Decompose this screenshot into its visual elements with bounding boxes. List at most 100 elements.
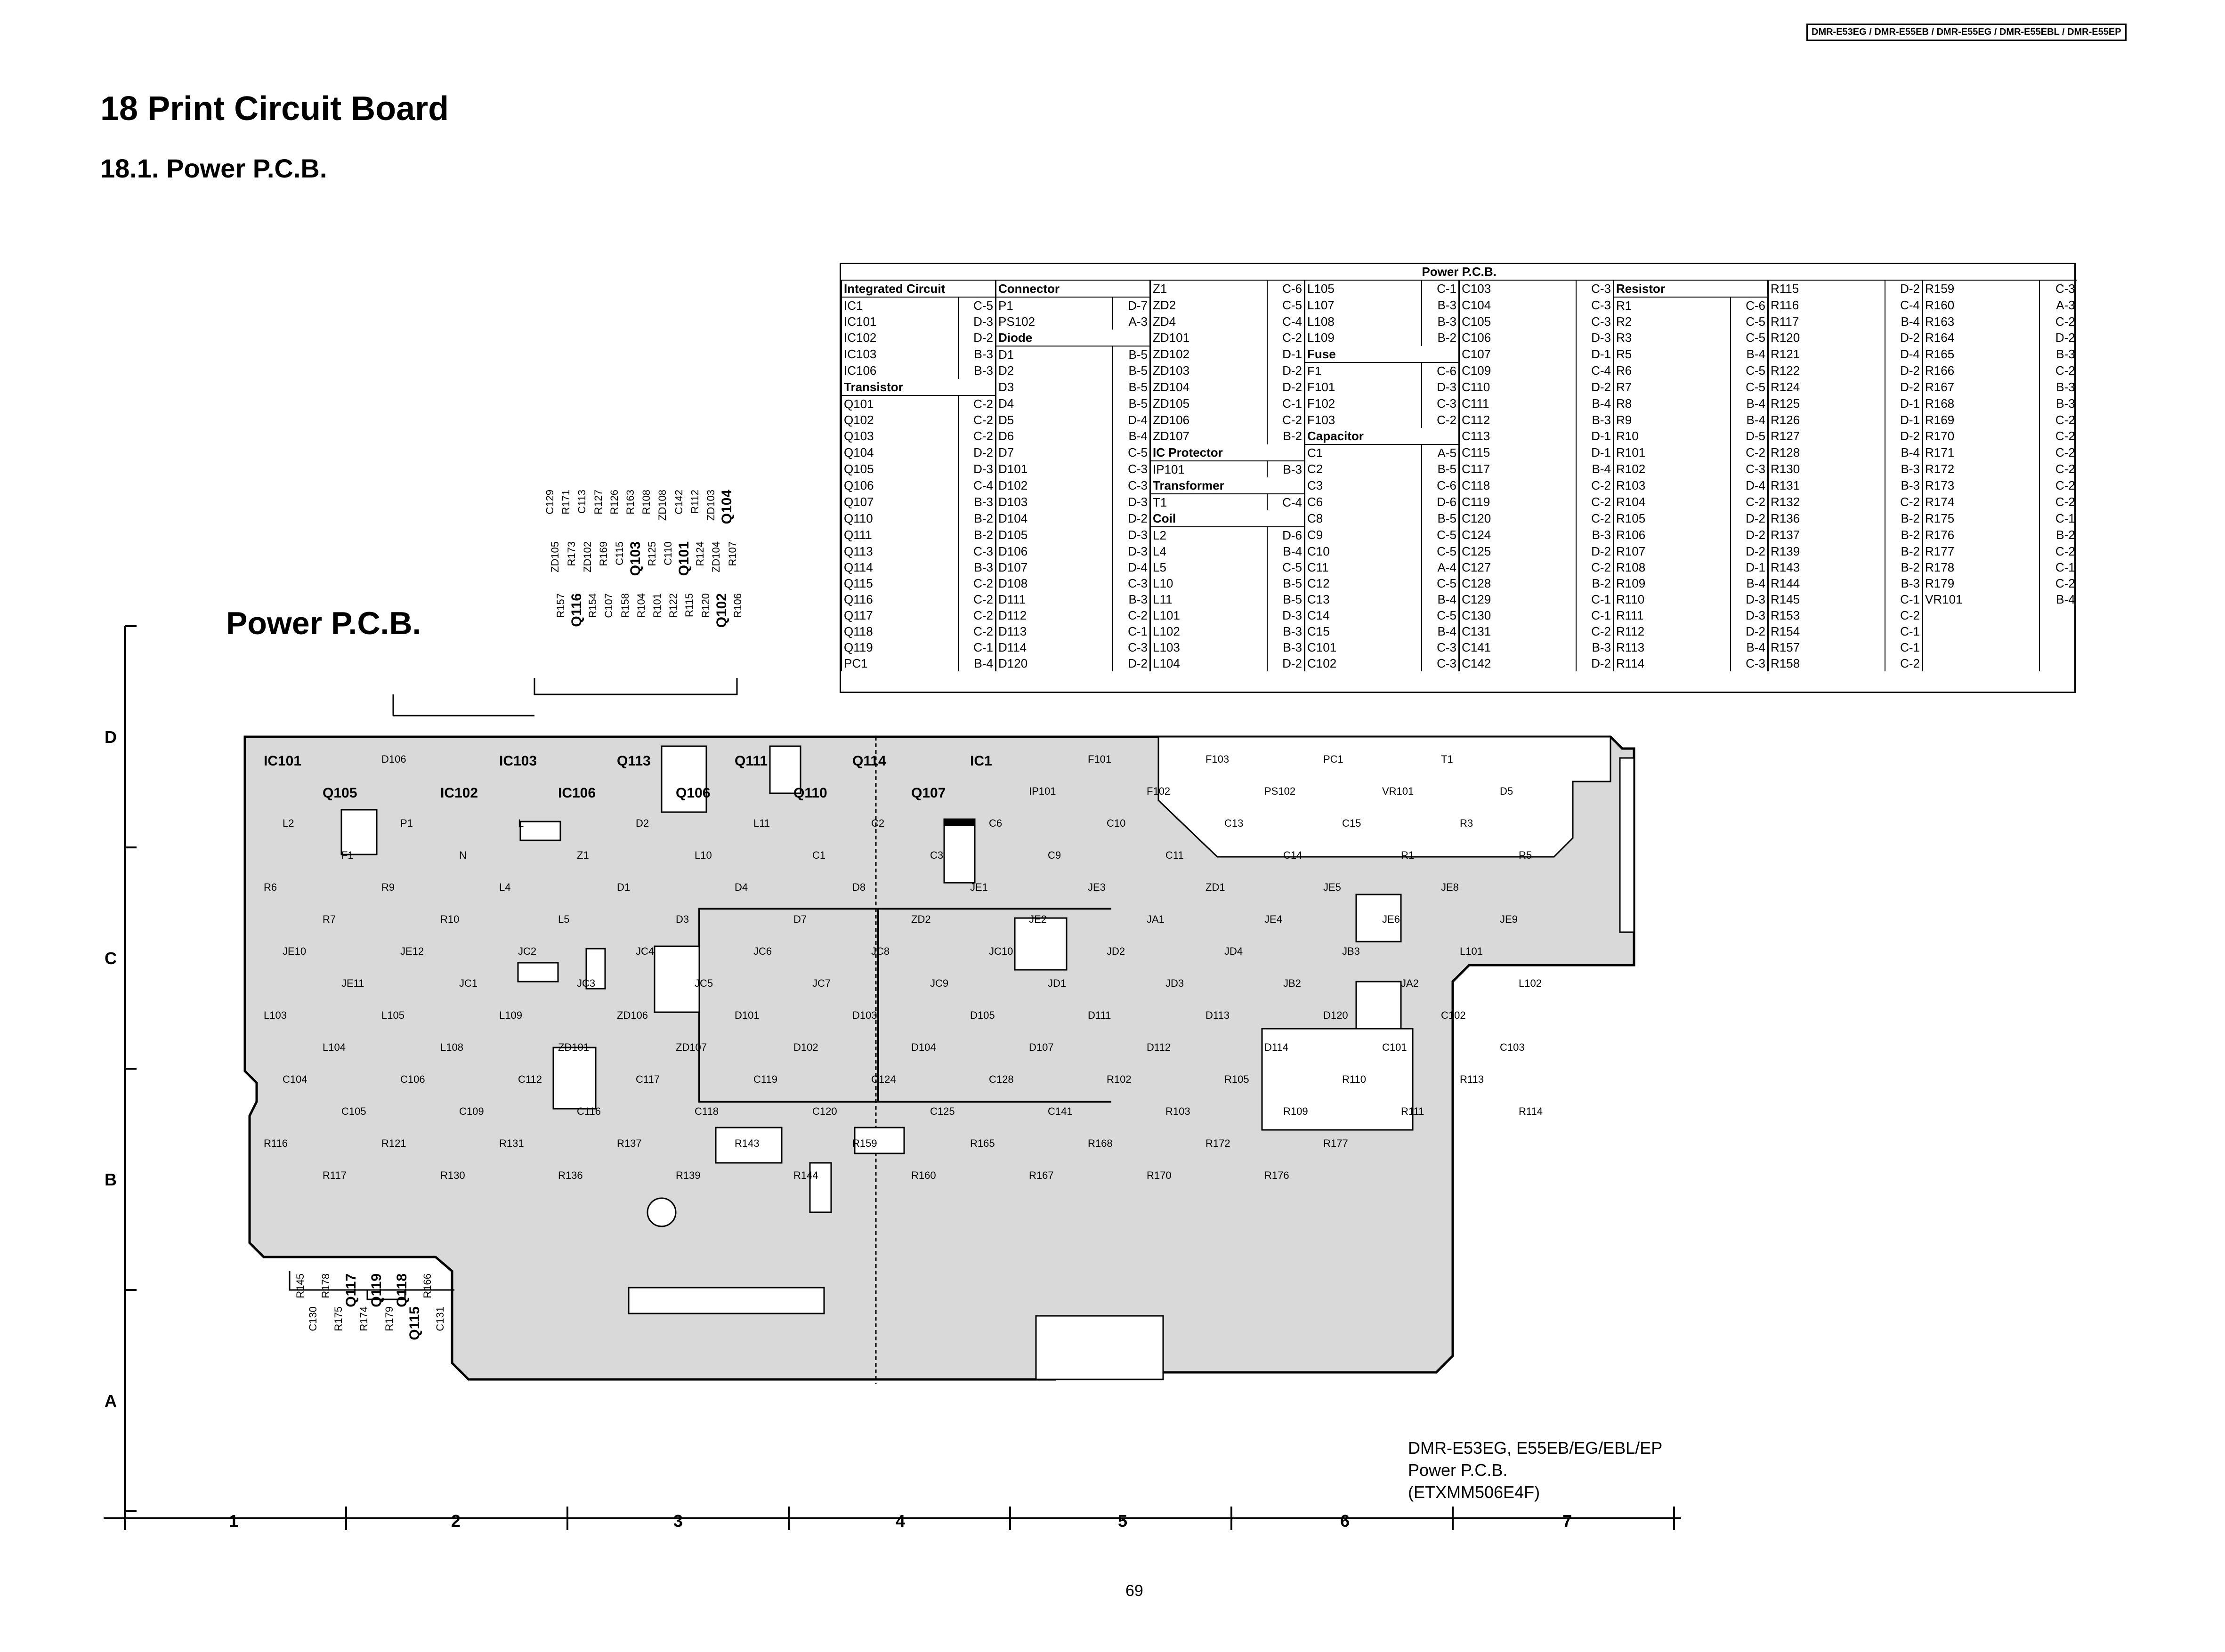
parts-group-heading: Resistor (1613, 280, 1768, 298)
part-location: C-1 (1266, 395, 1305, 412)
part-location: C-2 (2039, 444, 2077, 461)
section-title: 18 Print Circuit Board (100, 90, 449, 128)
component-label: Q105 (323, 785, 357, 801)
part-reference: D114 (995, 639, 1113, 655)
part-location (2039, 639, 2077, 655)
top-ref-label: Q104 (719, 490, 735, 524)
part-location: A-3 (2039, 297, 2077, 314)
component-label: R160 (911, 1169, 936, 1181)
part-location: D-2 (2039, 330, 2077, 346)
component-label: L102 (1519, 977, 1542, 989)
part-location: C-2 (2039, 461, 2077, 477)
part-reference: L103 (1149, 639, 1267, 655)
component-label: D4 (735, 881, 748, 893)
part-location: B-3 (957, 559, 996, 575)
p1-connector-outline (1619, 757, 1635, 933)
part-location: C-5 (1421, 543, 1459, 559)
part-reference: ZD103 (1149, 363, 1267, 379)
component-label: JE11 (341, 977, 364, 989)
component-label: C13 (1224, 817, 1244, 829)
part-location: B-3 (1421, 314, 1459, 330)
part-reference: C127 (1458, 559, 1576, 575)
part-reference: L109 (1304, 330, 1422, 346)
board-title: Power P.C.B. (226, 605, 421, 641)
part-location: C-3 (1421, 395, 1459, 412)
part-reference: C103 (1458, 280, 1576, 297)
component-label: L11 (753, 817, 770, 829)
top-ref-label: ZD105 (549, 541, 561, 573)
part-location: C-4 (957, 477, 996, 494)
part-location: B-4 (1421, 591, 1459, 607)
component-label: C10 (1107, 817, 1126, 829)
top-ref-label: R157 (554, 593, 566, 618)
component-label: JE2 (1029, 913, 1047, 925)
part-location: C-2 (2039, 363, 2077, 379)
part-location: B-2 (957, 510, 996, 527)
part-location: C-2 (1884, 494, 1923, 510)
part-location: B-3 (1884, 461, 1923, 477)
part-location: D-2 (1884, 330, 1923, 346)
part-location: C-2 (1575, 623, 1614, 639)
component-label: JA2 (1401, 977, 1419, 989)
part-location: C-1 (2039, 510, 2077, 527)
part-location: D-6 (1421, 494, 1459, 510)
part-reference: Q114 (841, 559, 958, 575)
parts-group-heading: Integrated Circuit (841, 280, 996, 298)
component-label: C112 (518, 1073, 542, 1085)
top-ref-label: ZD102 (581, 541, 593, 573)
top-ref-label: ZD108 (656, 490, 669, 521)
component-label: R136 (558, 1169, 583, 1181)
component-label: R168 (1088, 1137, 1113, 1149)
component-label: C124 (871, 1073, 896, 1085)
footer-line-models: DMR-E53EG, E55EB/EG/EBL/EP (1408, 1438, 1663, 1458)
component-label: F1 (341, 849, 354, 861)
part-location: D-2 (1884, 379, 1923, 395)
part-location: C-2 (2039, 494, 2077, 510)
component-label: Q110 (793, 785, 827, 801)
component-label: JC6 (753, 945, 772, 957)
top-ref-label: C115 (614, 541, 626, 565)
top-ref-label: C113 (576, 490, 588, 514)
part-reference: Q105 (841, 461, 958, 477)
part-reference: R124 (1767, 379, 1885, 395)
part-reference: IC106 (841, 363, 958, 379)
part-location: B-3 (957, 346, 996, 363)
component-label: JE4 (1264, 913, 1282, 925)
top-ref-label: R163 (624, 490, 636, 515)
component-label: IC1 (970, 753, 992, 769)
component-label: R103 (1165, 1105, 1190, 1117)
part-reference: R168 (1922, 395, 2039, 412)
component-label: D120 (1323, 1009, 1348, 1021)
part-reference: Q101 (841, 395, 958, 412)
parts-group-heading: Diode (995, 330, 1150, 347)
bottom-ref-label: R179 (383, 1306, 395, 1331)
part-location: B-2 (1884, 510, 1923, 527)
part-reference: R127 (1767, 428, 1885, 444)
part-location: C-1 (1575, 591, 1614, 607)
part-location: D-3 (957, 461, 996, 477)
part-location: D-1 (1575, 444, 1614, 461)
part-reference: R126 (1767, 412, 1885, 428)
part-location: B-3 (957, 494, 996, 510)
part-reference: ZD102 (1149, 346, 1267, 363)
component-label: JA1 (1147, 913, 1165, 925)
ic106-outline (715, 1127, 783, 1164)
component-label: D107 (1029, 1041, 1054, 1053)
part-location: D-1 (1730, 559, 1768, 575)
part-location: B-5 (1421, 510, 1459, 527)
part-location: C-6 (1421, 363, 1459, 379)
f103-outline (517, 962, 559, 983)
component-label: JC1 (459, 977, 478, 989)
part-reference: R139 (1767, 543, 1885, 559)
component-label: R167 (1029, 1169, 1054, 1181)
component-label: Q111 (735, 753, 768, 769)
part-reference: C14 (1304, 607, 1422, 623)
part-location: C-2 (957, 591, 996, 607)
col-label-1: 1 (229, 1511, 239, 1531)
part-reference: D3 (995, 379, 1113, 395)
top-ref-label: C129 (544, 490, 556, 515)
